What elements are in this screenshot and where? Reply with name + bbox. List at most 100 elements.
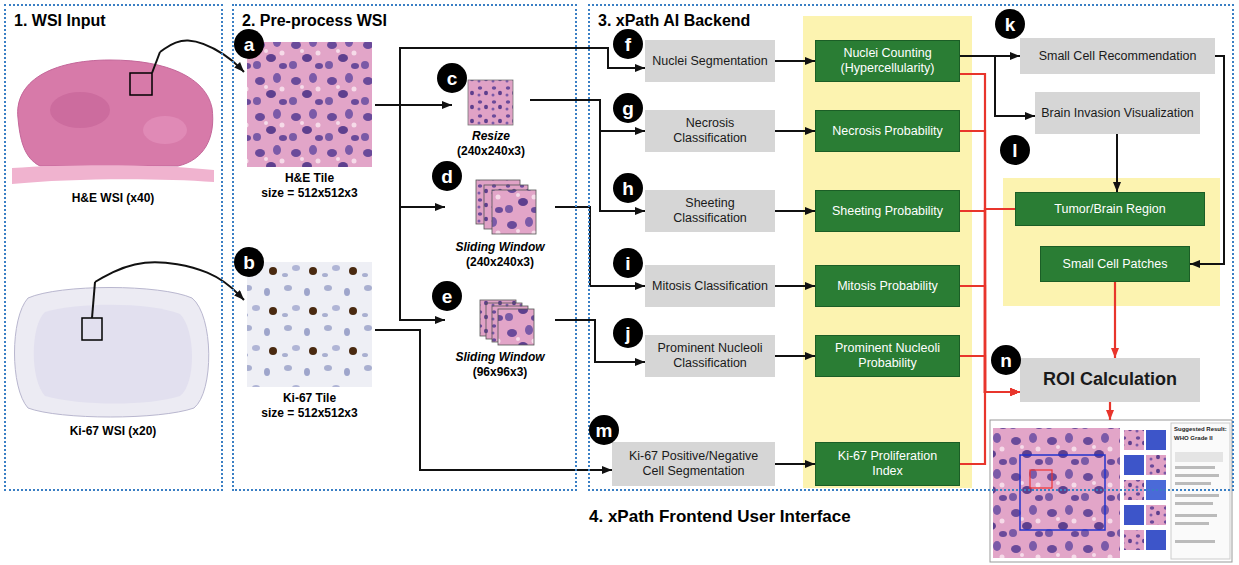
- roi-box: [1030, 470, 1052, 488]
- callout-letter: j: [613, 318, 643, 348]
- callout-letter: c: [437, 63, 467, 93]
- label-anchor: k: [995, 9, 1025, 39]
- section-panel: 3. xPath AI BackendNuclei Segmentation Nu…: [588, 4, 1234, 491]
- node-text: Small Cell Patches: [1063, 257, 1168, 272]
- node-text: (240x240x3): [466, 255, 534, 270]
- callout-letter: g: [613, 93, 643, 123]
- output-box: Mitosis Probability: [815, 265, 960, 307]
- yellow-band: [803, 16, 972, 488]
- node-text: Ki-67 WSI (x20): [70, 424, 157, 439]
- window-stack: [480, 300, 534, 345]
- ui-bar: [1175, 482, 1211, 485]
- connector-arrow: [775, 60, 815, 62]
- connector-arrow: [1190, 56, 1224, 264]
- screen-image: [993, 428, 1120, 558]
- callout-letter: e: [432, 281, 462, 311]
- image-node: Resize(240x240x3): [452, 80, 530, 159]
- ui-bar: [1175, 514, 1217, 517]
- resized-image: [468, 80, 513, 125]
- label-anchor: a: [234, 29, 264, 59]
- leader-line: [152, 52, 160, 73]
- connector-arrow: [375, 105, 445, 207]
- node-text: 1. WSI Input: [14, 12, 213, 30]
- node-text: 2. Pre-process WSI: [242, 12, 567, 30]
- thumbnail: [1146, 505, 1166, 525]
- node-text: Tumor/Brain Region: [1054, 202, 1165, 217]
- ui-bar: [1175, 466, 1215, 469]
- process-box: Prominent Nucleoli Classification: [645, 335, 775, 377]
- wsi-he-figure: [12, 52, 214, 184]
- node-text: Nuclei Segmentation: [652, 54, 767, 69]
- output-box: Nuclei Counting (Hypercellularity): [815, 40, 960, 82]
- tissue-shape: [50, 92, 110, 128]
- connector-arrow: [375, 48, 645, 105]
- crop-square: [82, 318, 102, 340]
- label-anchor: j: [613, 318, 643, 348]
- yellow-band: [1003, 178, 1220, 306]
- node-text: Small Cell Recommendation: [1039, 49, 1197, 64]
- output-box: Sheeting Probability: [815, 190, 960, 232]
- label-anchor: c: [437, 63, 467, 93]
- node-text: Necrosis Probability: [832, 124, 942, 139]
- leader-line: [92, 282, 95, 318]
- callout-letter: i: [613, 248, 643, 278]
- connector-arrow: [555, 207, 645, 286]
- callout-letter: h: [613, 173, 643, 203]
- ui-text: WHO Grade II: [1174, 435, 1213, 442]
- label-anchor: h: [613, 173, 643, 203]
- tissue-strip: [12, 165, 214, 184]
- label-anchor: n: [991, 345, 1021, 375]
- crop-square: [130, 73, 152, 95]
- image-node: Sliding Window(240x240x3): [445, 180, 555, 270]
- thumbnail: [1124, 455, 1144, 475]
- node-text: ROI Calculation: [1043, 369, 1177, 391]
- tissue-shape: [34, 305, 192, 404]
- callout-letter: b: [234, 247, 264, 277]
- callout-letter: a: [234, 29, 264, 59]
- output-box: Ki-67 Proliferation Index: [815, 442, 960, 486]
- node-text: Ki-67 Positive/Negative Cell Segmentatio…: [618, 449, 769, 479]
- window-frame: [498, 309, 534, 345]
- thumbnail: [1146, 430, 1166, 450]
- node-text: H&E WSI (x40): [72, 191, 155, 206]
- connector-arrow: [775, 130, 815, 132]
- node-text: Sliding Window: [455, 240, 544, 255]
- wsi-ki67-figure: [15, 282, 209, 417]
- tissue-shape: [143, 116, 187, 144]
- connector-arrow: [1109, 402, 1111, 420]
- node-text: H&E Tile: [285, 171, 334, 186]
- node-text: Mitosis Probability: [837, 279, 938, 294]
- connector-arrow: [960, 286, 1020, 392]
- ki67-tile-image: [247, 262, 372, 387]
- callout-letter: m: [589, 415, 619, 445]
- connector-arrow: [960, 392, 1020, 464]
- node-text: Prominent Nucleoli Classification: [651, 341, 769, 371]
- output-box: Tumor/Brain Region: [1015, 192, 1205, 226]
- node-text: (96x96x3): [473, 365, 528, 380]
- image-node: H&E Tilesize = 512x512x3: [244, 42, 375, 201]
- label-anchor: i: [613, 248, 643, 278]
- ui-bar: [1175, 494, 1219, 497]
- process-box: Nuclei Segmentation: [645, 40, 775, 82]
- label-anchor: b: [234, 247, 264, 277]
- window-frame: [492, 190, 536, 234]
- connector-arrow: [775, 210, 815, 212]
- process-box: Sheeting Classification: [645, 190, 775, 232]
- process-box: Brain Invasion Visualization: [1035, 92, 1200, 134]
- output-box: Prominent Nucleoli Probability: [815, 335, 960, 377]
- screenshot-node: 4. xPath Frontend User Interface: [583, 420, 1232, 563]
- node-text: Sliding Window: [455, 350, 544, 365]
- node-text: 3. xPath AI Backend: [598, 12, 1224, 30]
- tissue-shape: [15, 288, 209, 418]
- thumbnail: [1124, 505, 1144, 525]
- node-text: Sheeting Probability: [832, 204, 943, 219]
- node-text: Ki-67 Proliferation Index: [822, 449, 953, 479]
- output-box: Small Cell Patches: [1040, 246, 1190, 282]
- ui-bar: [1175, 540, 1215, 543]
- process-box: Mitosis Classification: [645, 265, 775, 307]
- tissue-shape: [18, 60, 213, 166]
- callout-letter: k: [995, 9, 1025, 39]
- node-text: Mitosis Classification: [652, 279, 768, 294]
- ui-bar: [1175, 522, 1209, 525]
